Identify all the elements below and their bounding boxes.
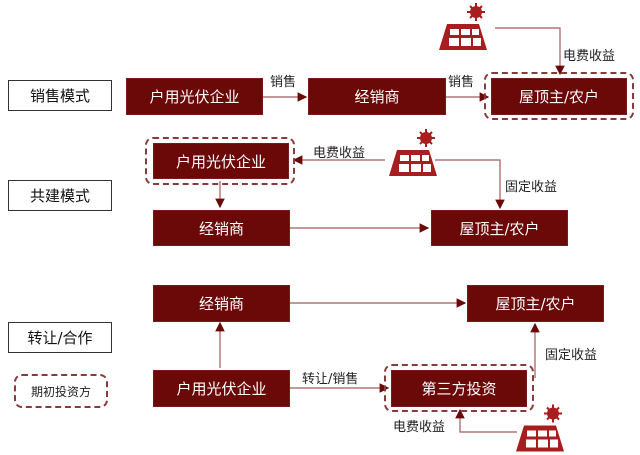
transfer-investor-box: 第三方投资: [391, 370, 527, 407]
cobuild-enterprise-dashed-frame: [145, 137, 295, 185]
cobuild-dealer-box: 经销商: [153, 210, 290, 246]
mode-label-cobuild: 共建模式: [8, 180, 112, 211]
box-label: 户用光伏企业: [176, 380, 267, 398]
transfer-investor-dashed-frame: [384, 364, 534, 412]
legend-label: 期初投资方: [30, 384, 91, 399]
box-label: 屋顶主/农户: [495, 295, 576, 313]
box-label: 户用光伏企业: [175, 152, 266, 171]
cobuild-owner-box: 屋顶主/农户: [431, 210, 568, 246]
transfer-edge-label-3: 电费收益: [393, 420, 446, 435]
sales-edge-label-2: 销售: [448, 75, 475, 90]
sales-edge-label-3: 电费收益: [563, 49, 616, 64]
sales-enterprise-box: 户用光伏企业: [126, 78, 263, 115]
legend-initial-investor: 期初投资方: [14, 374, 108, 408]
sales-owner-dashed-frame: [484, 72, 634, 120]
box-label: 屋顶主/农户: [518, 88, 600, 106]
box-label: 经销商: [198, 219, 244, 238]
sales-owner-box: 屋顶主/农户: [491, 78, 627, 115]
transfer-owner-box: 屋顶主/农户: [467, 285, 604, 322]
box-label: 经销商: [198, 295, 244, 313]
mode-title: 共建模式: [29, 187, 90, 205]
box-label: 户用光伏企业: [149, 88, 240, 106]
solar-panel-icon: [439, 3, 487, 50]
cobuild-edge-label-1: 电费收益: [313, 146, 366, 161]
mode-title: 销售模式: [29, 87, 90, 105]
solar-panel-icon: [389, 129, 437, 176]
transfer-enterprise-box: 户用光伏企业: [153, 370, 290, 407]
box-label: 经销商: [354, 88, 400, 106]
transfer-edge-label-2: 固定收益: [545, 348, 598, 363]
arrow-sales-panel-owner: [495, 27, 565, 76]
mode-label-sales: 销售模式: [8, 80, 112, 111]
cobuild-edge-label-2: 固定收益: [505, 180, 558, 195]
mode-title: 转让/合作: [27, 329, 93, 347]
solar-panel-icon: [516, 404, 564, 452]
sales-dealer-box: 经销商: [308, 78, 446, 115]
sales-edge-label-1: 销售: [270, 75, 297, 90]
mode-label-transfer: 转让/合作: [8, 322, 112, 353]
arrow-transfer-panel-investor: [455, 408, 517, 433]
transfer-dealer-box: 经销商: [153, 285, 290, 322]
arrow-cobuild-panel-owner: [435, 159, 505, 210]
box-label: 第三方投资: [421, 380, 497, 398]
cobuild-enterprise-box: 户用光伏企业: [153, 143, 289, 179]
transfer-edge-label-1: 转让/销售: [302, 372, 359, 387]
box-label: 屋顶主/农户: [459, 219, 540, 238]
